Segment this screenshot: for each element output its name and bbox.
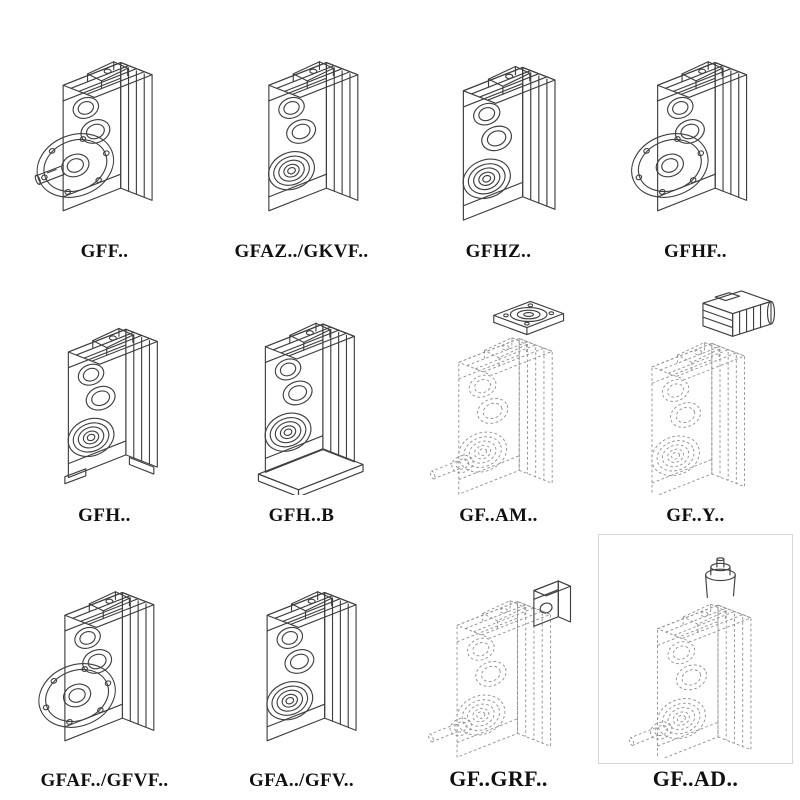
phantom-housing-art (644, 341, 745, 495)
gearbox-drawing-gfa (260, 590, 357, 742)
hollow-shaft-bearing (456, 152, 517, 207)
gear-bores (469, 99, 516, 156)
catalog-item-gfgrf: GF..GRF.. (400, 533, 597, 798)
gearbox-drawing-gfy (644, 290, 775, 495)
motor-adapter-flange-art (492, 300, 564, 336)
gearbox-drawing-gfad (627, 557, 751, 759)
model-label: GF..GRF.. (449, 765, 548, 791)
housing-outline (656, 603, 751, 759)
gearbox-drawing-gfhf (621, 61, 747, 212)
gear-bores (271, 354, 316, 410)
drawing-area (597, 533, 794, 765)
gear-bores (463, 634, 510, 692)
hollow-shaft-bearing (258, 405, 317, 459)
gearbox-drawing-gfhz (456, 66, 556, 222)
phantom-housing-art (428, 337, 553, 495)
hollow-shaft-bearing (451, 424, 513, 480)
model-label: GFAZ../GKVF.. (234, 240, 369, 262)
hollow-shaft-bearing (61, 411, 120, 464)
model-label: GF..Y.. (666, 505, 725, 527)
housing-outline (651, 341, 745, 495)
backstop-box (532, 580, 571, 628)
electric-motor (701, 290, 775, 337)
hollow-shaft-bearing (644, 428, 706, 483)
catalog-item-gfa: GFA../GFV.. (203, 533, 400, 798)
input-shaft-adapter (704, 557, 736, 599)
hollow-shaft-bearing (650, 691, 712, 747)
output-flange (26, 122, 124, 210)
drawing-area (400, 269, 597, 504)
catalog-item-gfhb: GFH..B (203, 269, 400, 534)
catalog-item-gfh: GFH.. (6, 269, 203, 534)
model-label: GFF.. (80, 240, 129, 262)
drawing-area (203, 269, 400, 504)
gear-bores (274, 93, 320, 149)
drawing-area (597, 269, 794, 504)
mounted-motor-art (701, 290, 775, 337)
gearbox-drawing-gfaz (261, 61, 358, 212)
model-label: GF..AM.. (459, 505, 538, 527)
catalog-item-gfhf: GFHF.. (597, 4, 794, 269)
top-mounted-box-art (532, 580, 571, 628)
catalog-item-gfaz: GFAZ../GKVF.. (203, 4, 400, 269)
catalog-item-gfhz: GFHZ.. (400, 4, 597, 269)
catalog-item-gfaf: GFAF../GFVF.. (6, 533, 203, 798)
gearbox-flange-hollow-art (621, 61, 747, 212)
model-label: GFHZ.. (465, 240, 532, 262)
gearbox-drawing-gfh (61, 327, 158, 485)
gear-bores (272, 622, 318, 678)
model-label: GFH.. (78, 505, 131, 527)
model-label: GFAF../GFVF.. (40, 769, 169, 791)
hollow-shaft-bearing (261, 144, 321, 198)
catalog-item-gfad: GF..AD.. (597, 533, 794, 798)
phantom-housing-art (627, 603, 751, 759)
base-plate (257, 448, 364, 495)
input-adapter-art (704, 557, 736, 599)
gearbox-hollow-art (261, 61, 358, 212)
gear-bores (465, 370, 512, 429)
gearbox-flange-hollow-art (28, 590, 154, 742)
hollow-shaft-bearing (449, 687, 511, 743)
drawing-area (400, 4, 597, 239)
phantom-housing-art (426, 600, 551, 758)
catalog-item-gfy: GF..Y.. (597, 269, 794, 534)
catalog-item-gff: GFF.. (6, 4, 203, 269)
model-label: GFH..B (268, 505, 335, 527)
model-label: GFHF.. (664, 240, 727, 262)
drawing-area (6, 4, 203, 239)
model-label: GF..AD.. (652, 765, 739, 791)
drawing-area (6, 269, 203, 504)
catalog-item-gfam: GF..AM.. (400, 269, 597, 534)
gear-bores (74, 359, 119, 415)
top-mounting-flange (492, 300, 564, 336)
gearbox-drawing-gfaf (28, 590, 154, 742)
drawing-area (400, 533, 597, 765)
gearbox-drawing-gfgrf (426, 580, 571, 758)
drawing-area (597, 4, 794, 239)
output-shaft (33, 166, 64, 187)
gearbox-drawing-gfhb (257, 322, 364, 495)
gearbox-hollow-art (456, 66, 556, 222)
gearbox-drawing-gfam (428, 300, 564, 495)
hollow-shaft-bearing (260, 674, 319, 727)
model-label: GFA../GFV.. (248, 769, 355, 791)
bolted-output-flange (621, 122, 718, 210)
gear-bores (663, 637, 711, 695)
drawing-area (203, 4, 400, 239)
bolted-output-flange (28, 651, 125, 739)
gearbox-drawing-gff (26, 61, 153, 212)
drawing-area (203, 533, 400, 768)
gear-bores (658, 375, 705, 433)
gearbox-foot-art (61, 327, 158, 485)
drawing-area (6, 533, 203, 768)
gearbox-hollow-art (260, 590, 357, 742)
gearbox-base-art (257, 322, 364, 495)
gearbox-flange-shaft-art (26, 61, 153, 212)
